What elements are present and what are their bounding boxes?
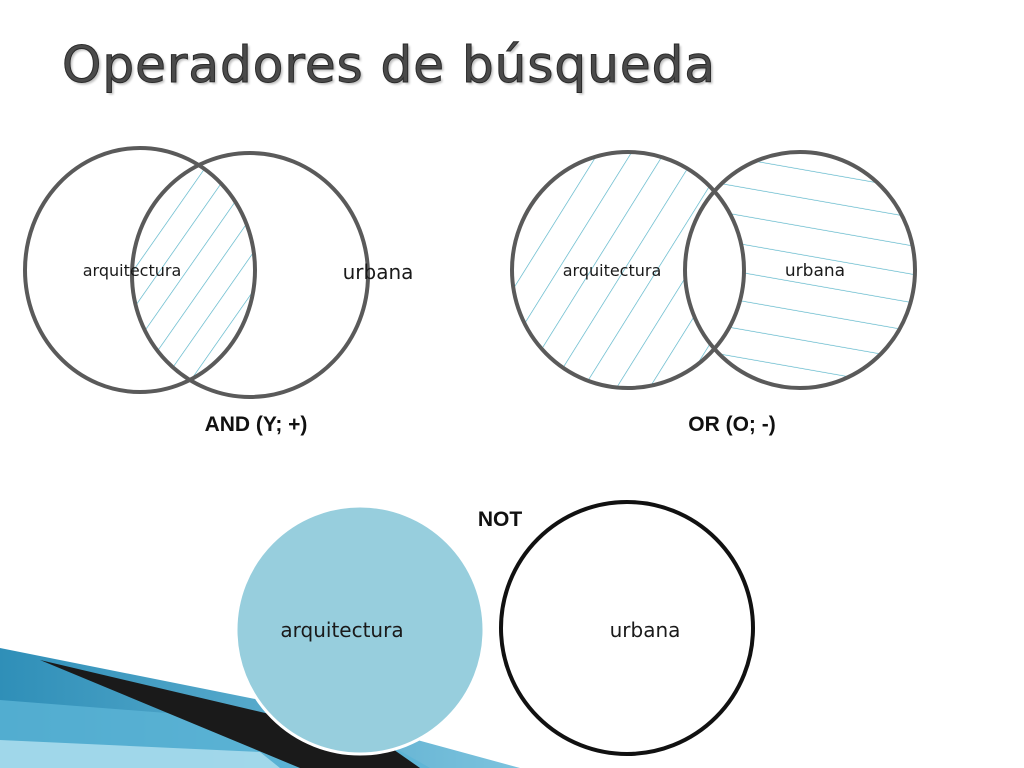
and-venn (23, 146, 370, 399)
and-intersection-hatch (132, 153, 255, 392)
and-left-circle (23, 146, 257, 394)
not-right-circle (499, 500, 755, 756)
or-right-circle (683, 150, 917, 390)
or-operator-label: OR (O; -) (688, 413, 775, 436)
or-right-label: urbana (785, 261, 845, 281)
not-operator-label: NOT (478, 508, 523, 531)
not-left-label: arquitectura (280, 618, 403, 642)
or-right-hatch (685, 152, 915, 388)
not-left-circle (234, 504, 486, 756)
or-left-circle (510, 150, 746, 390)
not-right-label: urbana (610, 618, 681, 642)
or-left-label: arquitectura (563, 261, 662, 280)
or-left-hatch (512, 152, 744, 388)
and-right-label: urbana (343, 260, 414, 284)
and-operator-label: AND (Y; +) (205, 413, 308, 436)
slide-title: Operadores de búsqueda (62, 36, 716, 95)
not-venn (234, 500, 755, 756)
or-venn (510, 150, 917, 390)
and-right-circle (130, 151, 370, 399)
and-left-label: arquitectura (83, 261, 182, 280)
